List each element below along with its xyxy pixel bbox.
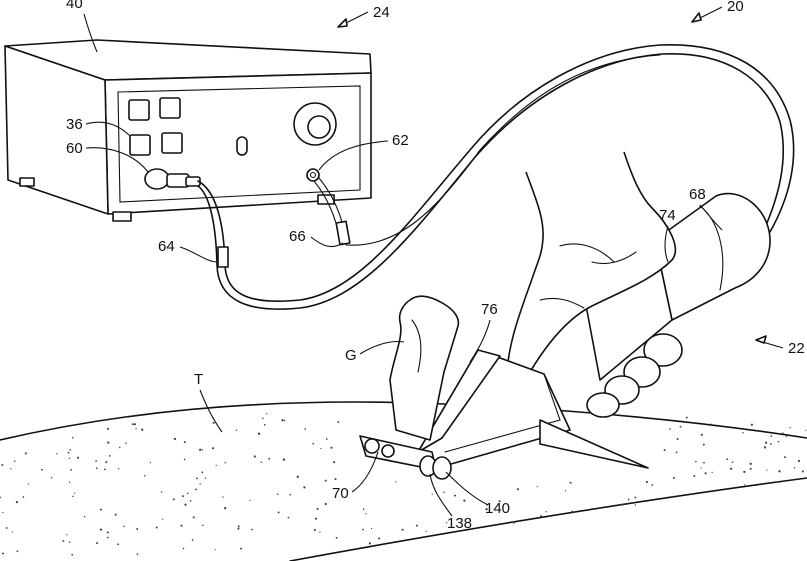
label-62: 62 bbox=[392, 132, 409, 149]
label-140: 140 bbox=[485, 500, 510, 517]
label-36: 36 bbox=[66, 116, 83, 133]
label-76: 76 bbox=[481, 301, 498, 318]
label-40: 40 bbox=[66, 0, 83, 12]
label-64: 64 bbox=[158, 238, 175, 255]
label-24: 24 bbox=[373, 4, 390, 21]
panel-knob[interactable] bbox=[294, 103, 336, 145]
panel-button[interactable] bbox=[162, 133, 182, 153]
panel-button[interactable] bbox=[130, 135, 150, 155]
label-66: 66 bbox=[289, 228, 306, 245]
port-62 bbox=[307, 169, 319, 181]
label-60: 60 bbox=[66, 140, 83, 157]
tissue-stipple bbox=[0, 413, 807, 556]
label-22: 22 bbox=[788, 340, 805, 357]
label-70: 70 bbox=[332, 485, 349, 502]
panel-button[interactable] bbox=[129, 100, 149, 120]
label-20: 20 bbox=[727, 0, 744, 15]
label-138: 138 bbox=[447, 515, 472, 532]
panel-indicator bbox=[237, 137, 247, 155]
label-T: T bbox=[194, 371, 203, 388]
label-74: 74 bbox=[659, 207, 676, 224]
panel-button[interactable] bbox=[160, 98, 180, 118]
label-G: G bbox=[345, 347, 357, 364]
control-unit bbox=[5, 40, 371, 221]
label-68: 68 bbox=[689, 186, 706, 203]
